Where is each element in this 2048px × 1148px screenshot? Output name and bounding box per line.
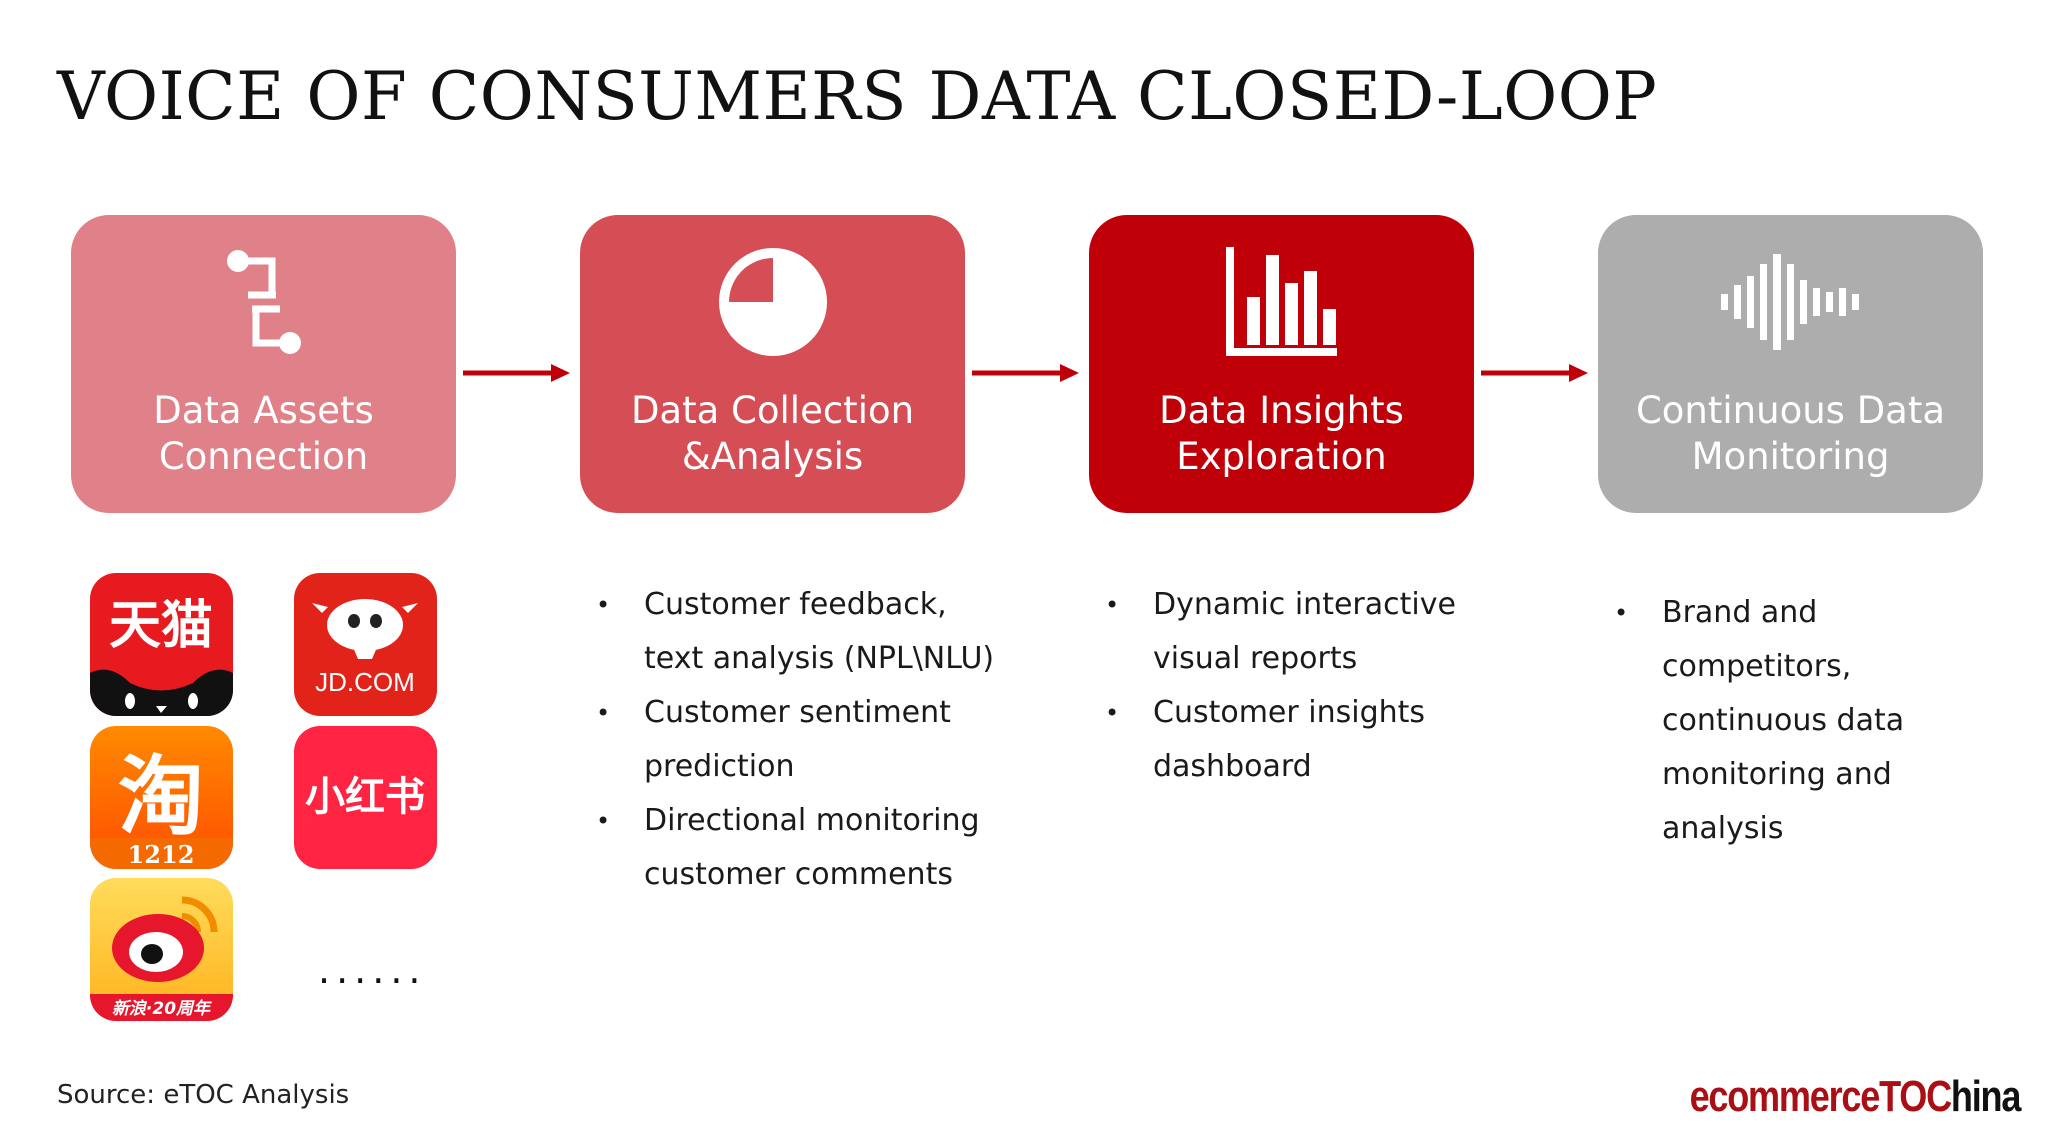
bullet-item: Brand and competitors, continuous data m…	[1614, 586, 1914, 856]
connection-icon	[71, 243, 456, 361]
bar-chart-icon	[1089, 243, 1474, 361]
step-data-assets-connection: Data Assets Connection	[71, 215, 456, 513]
taobao-logo-text: 淘	[118, 747, 204, 847]
step-label-line1: Data Collection	[630, 389, 915, 432]
step-label-line2: Exploration	[1176, 435, 1387, 478]
continuous-monitoring-bullets: Brand and competitors, continuous data m…	[1614, 586, 1914, 856]
arrow-right-icon	[1481, 364, 1588, 382]
step-label-line2: Monitoring	[1691, 435, 1890, 478]
arrow-right-icon	[463, 364, 570, 382]
weibo-logo: 新浪·20周年	[90, 878, 233, 1021]
step-label-line1: Continuous Data	[1635, 389, 1946, 432]
weibo-badge-text: 新浪·20周年	[112, 999, 212, 1019]
xiaohongshu-logo: 小红书	[294, 726, 437, 869]
step-data-collection-analysis: Data Collection &Analysis	[580, 215, 965, 513]
taobao-logo: 淘 1212	[90, 726, 233, 869]
jd-logo-text: JD.COM	[315, 667, 415, 697]
tmall-logo: 天猫	[90, 573, 233, 716]
xiaohongshu-logo-text: 小红书	[305, 774, 425, 820]
brand-logo: ecommerceTOChina	[1689, 1072, 2021, 1122]
step-label-line1: Data Insights	[1159, 389, 1404, 432]
sound-wave-icon	[1598, 243, 1983, 361]
source-note: Source: eTOC Analysis	[57, 1080, 350, 1110]
brand-logo-part1: ecommerce	[1689, 1072, 1880, 1121]
tmall-logo-text: 天猫	[109, 596, 213, 656]
collection-analysis-bullets: Customer feedback,text analysis (NPL\NLU…	[596, 578, 1056, 902]
page-title: VOICE OF CONSUMERS DATA CLOSED-LOOP	[57, 58, 1658, 135]
step-label-line2: &Analysis	[681, 435, 864, 478]
brand-logo-part3: hina	[1950, 1072, 2021, 1121]
pie-chart-icon	[580, 243, 965, 361]
more-platforms-ellipsis: ......	[318, 948, 427, 992]
step-data-insights-exploration: Data Insights Exploration	[1089, 215, 1474, 513]
step-label-line1: Data Assets	[153, 389, 374, 432]
taobao-badge-text: 1212	[128, 840, 195, 869]
step-label-line2: Connection	[158, 435, 369, 478]
step-continuous-data-monitoring: Continuous Data Monitoring	[1598, 215, 1983, 513]
jd-logo: JD.COM	[294, 573, 437, 716]
bullet-item: Customer feedback,text analysis (NPL\NLU…	[596, 578, 1056, 686]
arrow-right-icon	[972, 364, 1079, 382]
brand-logo-part2: TOC	[1878, 1072, 1952, 1121]
